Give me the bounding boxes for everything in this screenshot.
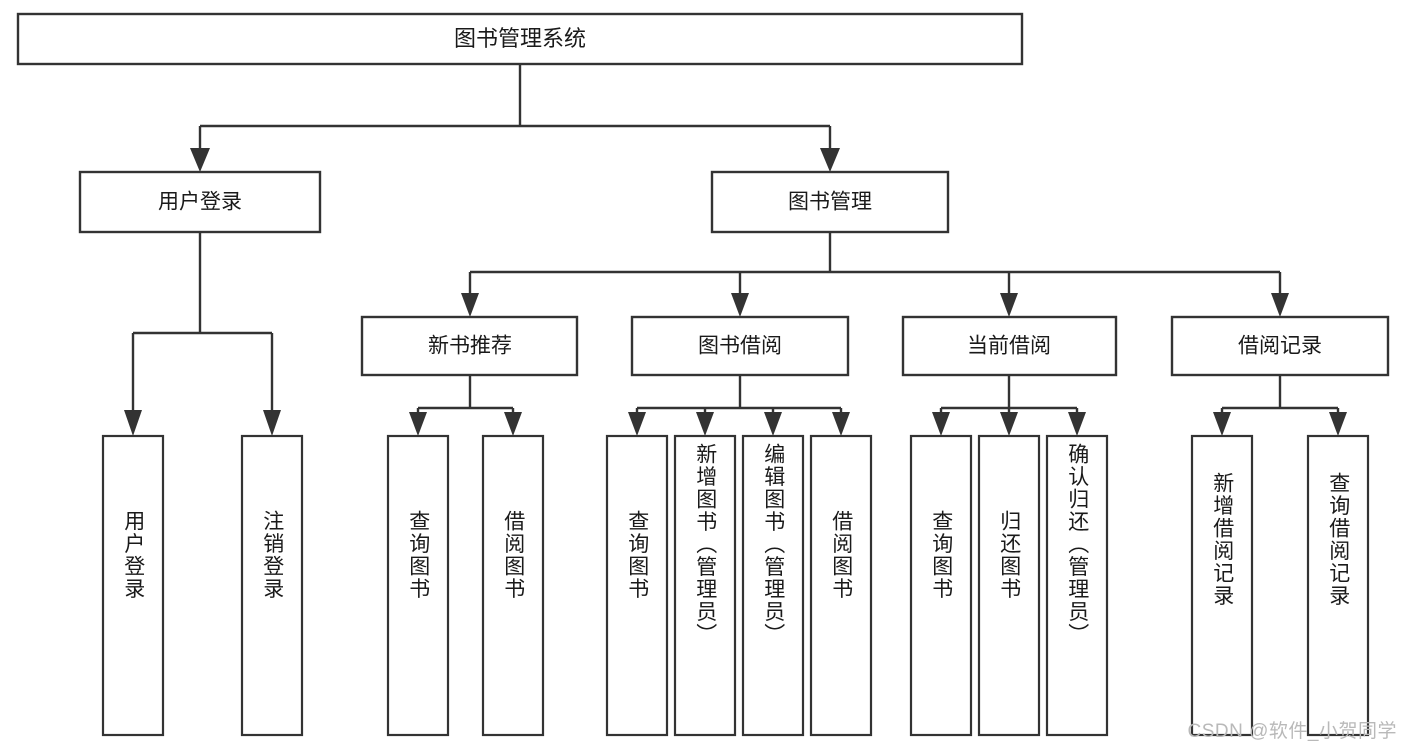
node-book-manage[interactable]: 图书管理 [710,170,950,234]
arrowhead-leaf-query-record [1329,412,1347,436]
node-user-login[interactable]: 用户登录 [78,170,322,234]
node-leaf-borrow-book-1-box[interactable] [481,434,545,737]
node-book-manage-label: 图书管理 [788,191,872,214]
node-borrow-record[interactable]: 借阅记录 [1170,315,1390,377]
node-leaf-query-book-1-box[interactable] [386,434,450,737]
node-leaf-borrow-book-2-box[interactable] [809,434,873,737]
node-user-login-box[interactable] [78,170,322,234]
node-root-box[interactable] [16,12,1024,66]
connector-layer [124,64,1347,436]
node-root-label: 图书管理系统 [454,26,586,51]
node-current-borrow[interactable]: 当前借阅 [901,315,1118,377]
node-leaf-confirm-return-box[interactable] [1045,434,1109,737]
node-leaf-edit-book-box[interactable] [741,434,805,737]
node-user-login-label: 用户登录 [158,191,242,214]
arrowhead-leaf-add-record [1213,412,1231,436]
node-book-borrow-box[interactable] [630,315,850,377]
arrowhead-leaf-user-login [124,410,142,436]
arrowhead-current-borrow [1000,293,1018,317]
node-book-borrow[interactable]: 图书借阅 [630,315,850,377]
arrowhead-leaf-borrow-book-1 [504,412,522,436]
arrowhead-leaf-edit-book [764,412,782,436]
arrowhead-book-borrow [731,293,749,317]
arrowhead-leaf-query-book-2 [628,412,646,436]
node-root[interactable]: 图书管理系统 [16,12,1024,66]
leaf-box-layer [101,434,1370,737]
node-leaf-add-record-box[interactable] [1190,434,1254,737]
node-leaf-add-book-box[interactable] [673,434,737,737]
node-leaf-return-book-box[interactable] [977,434,1041,737]
csdn-watermark: CSDN @软件_小贺同学 [1187,721,1397,742]
node-leaf-query-book-3-box[interactable] [909,434,973,737]
node-borrow-record-label: 借阅记录 [1238,335,1322,358]
arrowhead-leaf-confirm-return [1068,412,1086,436]
arrowhead-leaf-add-book [696,412,714,436]
node-current-borrow-label: 当前借阅 [967,335,1051,358]
node-leaf-query-record-box[interactable] [1306,434,1370,737]
node-book-borrow-label: 图书借阅 [698,335,782,358]
node-borrow-record-box[interactable] [1170,315,1390,377]
node-new-book-recommend-label: 新书推荐 [428,335,512,358]
arrowhead-leaf-borrow-book-2 [832,412,850,436]
arrowhead-user-login [190,148,210,172]
node-book-manage-box[interactable] [710,170,950,234]
node-leaf-user-logout-box[interactable] [240,434,304,737]
arrowhead-new-book-recommend [461,293,479,317]
arrowhead-leaf-return-book [1000,412,1018,436]
arrowhead-book-manage [820,148,840,172]
arrowhead-leaf-query-book-1 [409,412,427,436]
node-new-book-recommend-box[interactable] [360,315,579,377]
arrowhead-leaf-query-book-3 [932,412,950,436]
node-leaf-query-book-2-box[interactable] [605,434,669,737]
arrowhead-borrow-record [1271,293,1289,317]
node-current-borrow-box[interactable] [901,315,1118,377]
node-new-book-recommend[interactable]: 新书推荐 [360,315,579,377]
node-leaf-user-login-box[interactable] [101,434,165,737]
arrowhead-leaf-user-logout [263,410,281,436]
